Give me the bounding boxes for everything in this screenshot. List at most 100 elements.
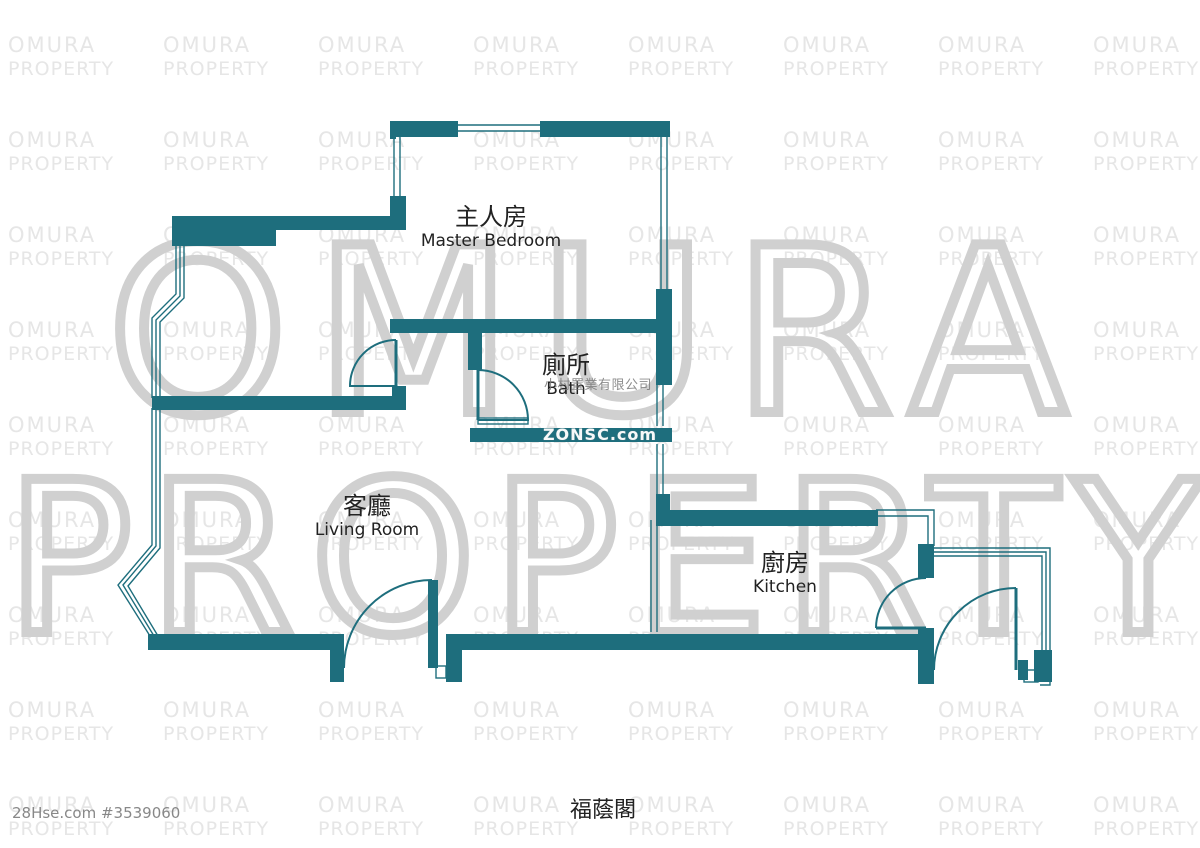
watermark-small-line1: OMURA	[473, 33, 561, 57]
room-living-room-en: Living Room	[314, 519, 420, 540]
wall-bedroom-living-divider	[152, 396, 406, 410]
watermark-small-line2: PROPERTY	[318, 818, 424, 840]
door-bedroom-swing	[348, 339, 397, 387]
watermark-small-line1: OMURA	[1093, 33, 1181, 57]
watermark-small-line2: PROPERTY	[783, 248, 889, 270]
watermark-small-line2: PROPERTY	[1093, 628, 1199, 650]
watermark-small-line1: OMURA	[783, 223, 871, 247]
window-bay-lower-mid	[122, 408, 157, 637]
door-kitchen-swing	[875, 577, 927, 629]
watermark-small-line1: OMURA	[473, 603, 561, 627]
watermark-small-line2: PROPERTY	[318, 628, 424, 650]
watermark-small-line2: PROPERTY	[473, 58, 579, 80]
wall-master-bath-divider	[390, 319, 670, 333]
room-kitchen: 廚房 Kitchen	[753, 549, 817, 597]
watermark-small-line1: OMURA	[628, 793, 716, 817]
watermark-small-line2: PROPERTY	[8, 723, 114, 745]
window-kitchen-right-mid	[932, 551, 1047, 680]
watermark-small-line1: OMURA	[163, 603, 251, 627]
wall-bottom-left	[148, 634, 344, 650]
watermark-small-line1: OMURA	[783, 698, 871, 722]
window-bay-lower	[117, 408, 153, 637]
watermark-small-line2: PROPERTY	[8, 628, 114, 650]
watermark-small-line1: OMURA	[628, 603, 716, 627]
watermark-small-line1: OMURA	[163, 508, 251, 532]
site-watermark: ZONSC.com	[542, 425, 658, 444]
watermark-small-line1: OMURA	[473, 698, 561, 722]
watermark-small-line2: PROPERTY	[8, 818, 114, 840]
watermark-small-line1: OMURA	[1093, 223, 1181, 247]
watermark-small-line1: OMURA	[473, 508, 561, 532]
watermark-small-line2: PROPERTY	[628, 58, 734, 80]
watermark-small-line1: OMURA	[1093, 793, 1181, 817]
watermark-small-line1: OMURA	[1093, 603, 1181, 627]
watermark-small-line2: PROPERTY	[473, 818, 579, 840]
watermark-small-line2: PROPERTY	[8, 533, 114, 555]
room-kitchen-zh: 廚房	[761, 549, 809, 577]
watermark-small-line2: PROPERTY	[783, 723, 889, 745]
wall-right-column	[656, 289, 672, 385]
watermark-small-line1: OMURA	[938, 318, 1026, 342]
watermark-small-line2: PROPERTY	[1093, 58, 1199, 80]
watermark-small-line2: PROPERTY	[1093, 533, 1199, 555]
watermark-small-line2: PROPERTY	[473, 153, 579, 175]
watermark-small-line2: PROPERTY	[318, 248, 424, 270]
watermark-small-line2: PROPERTY	[163, 58, 269, 80]
watermark-small-line1: OMURA	[163, 698, 251, 722]
watermark-small-line2: PROPERTY	[628, 723, 734, 745]
window-bay-upper	[151, 244, 177, 398]
agency-watermark: 小村置業有限公司	[543, 378, 653, 393]
watermark-small-line2: PROPERTY	[473, 343, 579, 365]
watermark-small-line1: OMURA	[628, 33, 716, 57]
watermark-small-line1: OMURA	[1093, 508, 1181, 532]
watermark-small-line1: OMURA	[8, 128, 96, 152]
watermark-small-line2: PROPERTY	[628, 343, 734, 365]
watermark-small-line1: OMURA	[783, 603, 871, 627]
watermark-small-line1: OMURA	[318, 33, 406, 57]
door-main-swing	[343, 579, 433, 669]
watermark-small-line1: OMURA	[783, 413, 871, 437]
watermark-grid: OMURAPROPERTYOMURAPROPERTYOMURAPROPERTYO…	[8, 33, 1199, 840]
watermark-small-line1: OMURA	[938, 413, 1026, 437]
watermark-small-line2: PROPERTY	[938, 438, 1044, 460]
watermark-small-line2: PROPERTY	[318, 58, 424, 80]
watermark-small-line1: OMURA	[783, 33, 871, 57]
room-bath-en: Bath	[546, 378, 586, 399]
wall-bottom-left-jamb	[330, 634, 344, 682]
watermark-small-line2: PROPERTY	[473, 533, 579, 555]
watermark-small-line1: OMURA	[783, 318, 871, 342]
window-kitchen-top-inner	[876, 515, 929, 546]
watermark-small-line1: OMURA	[938, 128, 1026, 152]
room-bath: 廁所 Bath	[542, 351, 590, 399]
watermark-small-line1: OMURA	[1093, 413, 1181, 437]
walls	[148, 121, 1052, 684]
watermark-small-line1: OMURA	[8, 413, 96, 437]
watermark-small-line1: OMURA	[1093, 128, 1181, 152]
wall-bottom-mid-jamb	[446, 634, 462, 682]
watermark-small-line1: OMURA	[938, 223, 1026, 247]
watermark-small-line2: PROPERTY	[318, 533, 424, 555]
wall-kitchen-right-block	[918, 544, 934, 578]
watermark-small-line1: OMURA	[318, 128, 406, 152]
watermark-small-line2: PROPERTY	[938, 58, 1044, 80]
watermark-small-line1: OMURA	[628, 223, 716, 247]
wall-bottom-mid	[446, 634, 934, 650]
wall-bedroom-door-jamb	[392, 386, 406, 410]
wall-bath-left-stub	[468, 332, 482, 370]
wall-kitchen-bottom-right	[1018, 660, 1028, 680]
watermark-small-line1: OMURA	[318, 793, 406, 817]
listing-id: 28Hse.com #3539060	[12, 804, 181, 822]
watermark-small-line2: PROPERTY	[318, 153, 424, 175]
watermark-small-line2: PROPERTY	[8, 58, 114, 80]
watermark-small-line2: PROPERTY	[1093, 723, 1199, 745]
watermark-small-line2: PROPERTY	[938, 533, 1044, 555]
watermark-small-line2: PROPERTY	[163, 153, 269, 175]
watermark-small-line1: OMURA	[163, 413, 251, 437]
watermark-small-line2: PROPERTY	[938, 723, 1044, 745]
room-bath-zh: 廁所	[542, 351, 590, 379]
wall-kitchen-top-stub	[656, 494, 670, 524]
watermark-small-line1: OMURA	[1093, 318, 1181, 342]
watermark-small-line2: PROPERTY	[783, 153, 889, 175]
watermark-small-line1: OMURA	[8, 508, 96, 532]
wall-master-left-stub	[390, 121, 396, 139]
